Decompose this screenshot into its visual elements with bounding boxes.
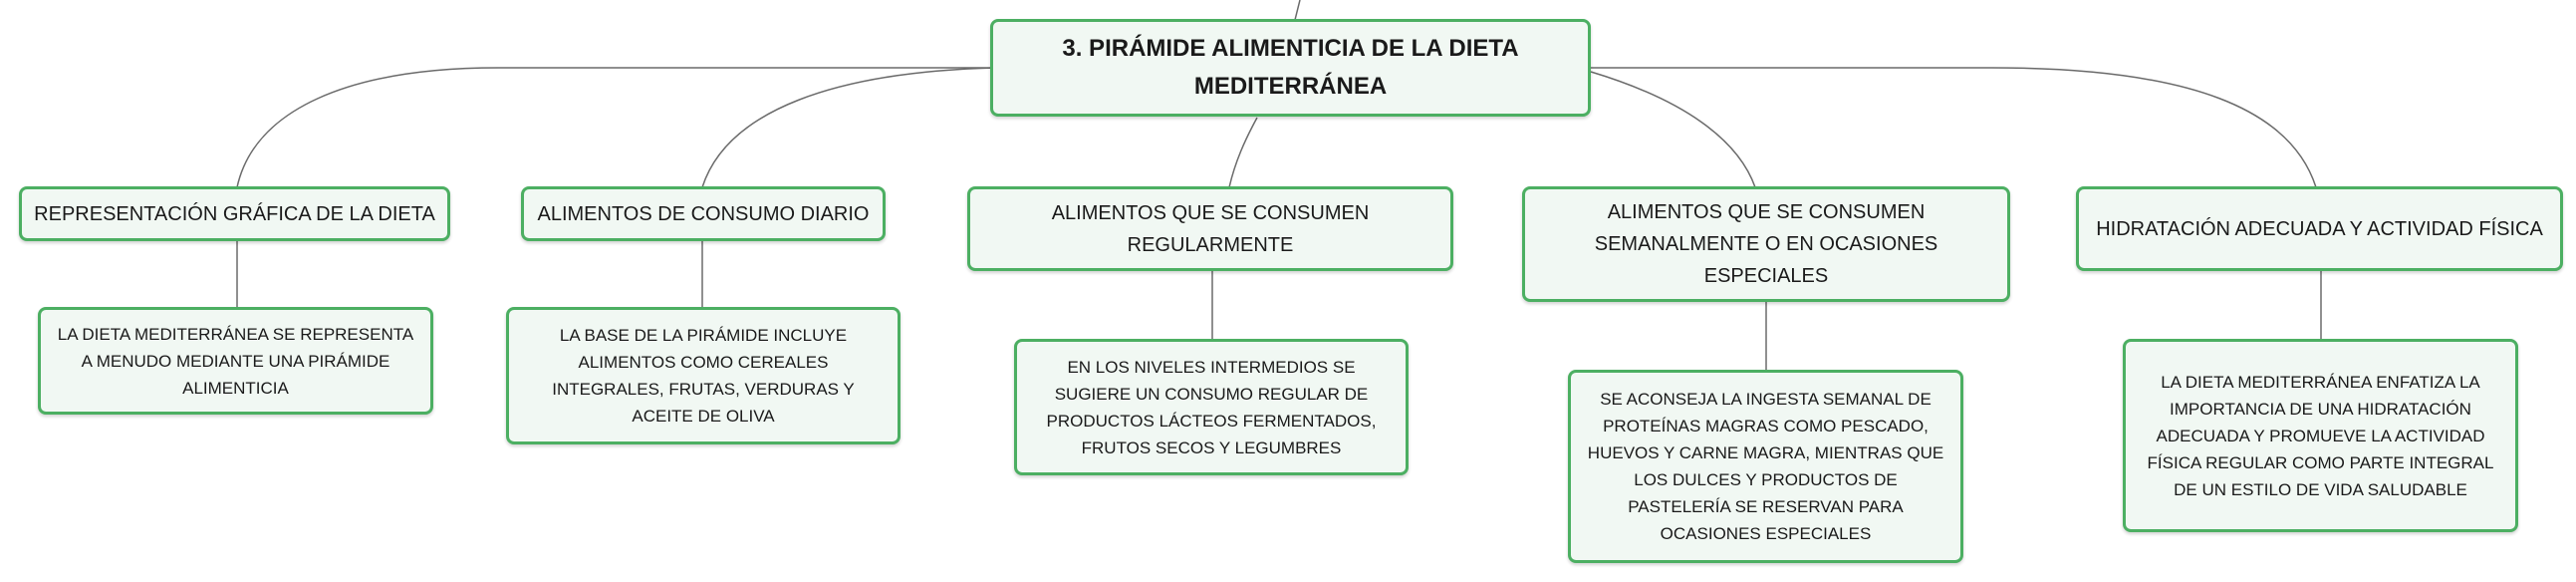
detail-text: LA BASE DE LA PIRÁMIDE INCLUYE ALIMENTOS… [552, 326, 855, 426]
detail-text: EN LOS NIVELES INTERMEDIOS SE SUGIERE UN… [1046, 357, 1377, 457]
detail-node-representacion[interactable]: LA DIETA MEDITERRÁNEA SE REPRESENTA A ME… [38, 307, 433, 415]
connector-root-topic-4 [1590, 71, 1756, 188]
connector-root-topic-2 [701, 67, 997, 188]
connector-parent-root [1294, 0, 1301, 21]
connector-root-topic-1 [236, 67, 996, 188]
topic-node-consumo-diario[interactable]: ALIMENTOS DE CONSUMO DIARIO [521, 186, 886, 241]
topic-node-hidratacion[interactable]: HIDRATACIÓN ADECUADA Y ACTIVIDAD FÍSICA [2076, 186, 2563, 271]
topic-node-regularmente[interactable]: ALIMENTOS QUE SE CONSUMEN REGULARMENTE [967, 186, 1453, 271]
detail-node-regularmente[interactable]: EN LOS NIVELES INTERMEDIOS SE SUGIERE UN… [1014, 339, 1409, 475]
connector-root-topic-5 [1591, 67, 2317, 188]
topic-node-representacion[interactable]: REPRESENTACIÓN GRÁFICA DE LA DIETA [19, 186, 450, 241]
topic-label: ALIMENTOS QUE SE CONSUMEN SEMANALMENTE O… [1594, 201, 1938, 287]
topic-label: ALIMENTOS DE CONSUMO DIARIO [537, 202, 870, 225]
detail-text: SE ACONSEJA LA INGESTA SEMANAL DE PROTEÍ… [1587, 390, 1944, 543]
root-title: 3. PIRÁMIDE ALIMENTICIA DE LA DIETA MEDI… [1062, 35, 1519, 100]
detail-text: LA DIETA MEDITERRÁNEA SE REPRESENTA A ME… [57, 324, 414, 398]
root-node[interactable]: 3. PIRÁMIDE ALIMENTICIA DE LA DIETA MEDI… [990, 19, 1591, 117]
detail-node-hidratacion[interactable]: LA DIETA MEDITERRÁNEA ENFATIZA LA IMPORT… [2123, 339, 2518, 532]
detail-node-consumo-diario[interactable]: LA BASE DE LA PIRÁMIDE INCLUYE ALIMENTOS… [506, 307, 901, 444]
topic-label: REPRESENTACIÓN GRÁFICA DE LA DIETA [34, 202, 435, 225]
detail-text: LA DIETA MEDITERRÁNEA ENFATIZA LA IMPORT… [2147, 372, 2494, 499]
topic-node-semanalmente[interactable]: ALIMENTOS QUE SE CONSUMEN SEMANALMENTE O… [1522, 186, 2010, 302]
topic-label: HIDRATACIÓN ADECUADA Y ACTIVIDAD FÍSICA [2096, 217, 2543, 240]
topic-label: ALIMENTOS QUE SE CONSUMEN REGULARMENTE [1051, 201, 1370, 256]
detail-node-semanalmente[interactable]: SE ACONSEJA LA INGESTA SEMANAL DE PROTEÍ… [1568, 370, 1963, 563]
connector-root-topic-3 [1228, 117, 1258, 188]
